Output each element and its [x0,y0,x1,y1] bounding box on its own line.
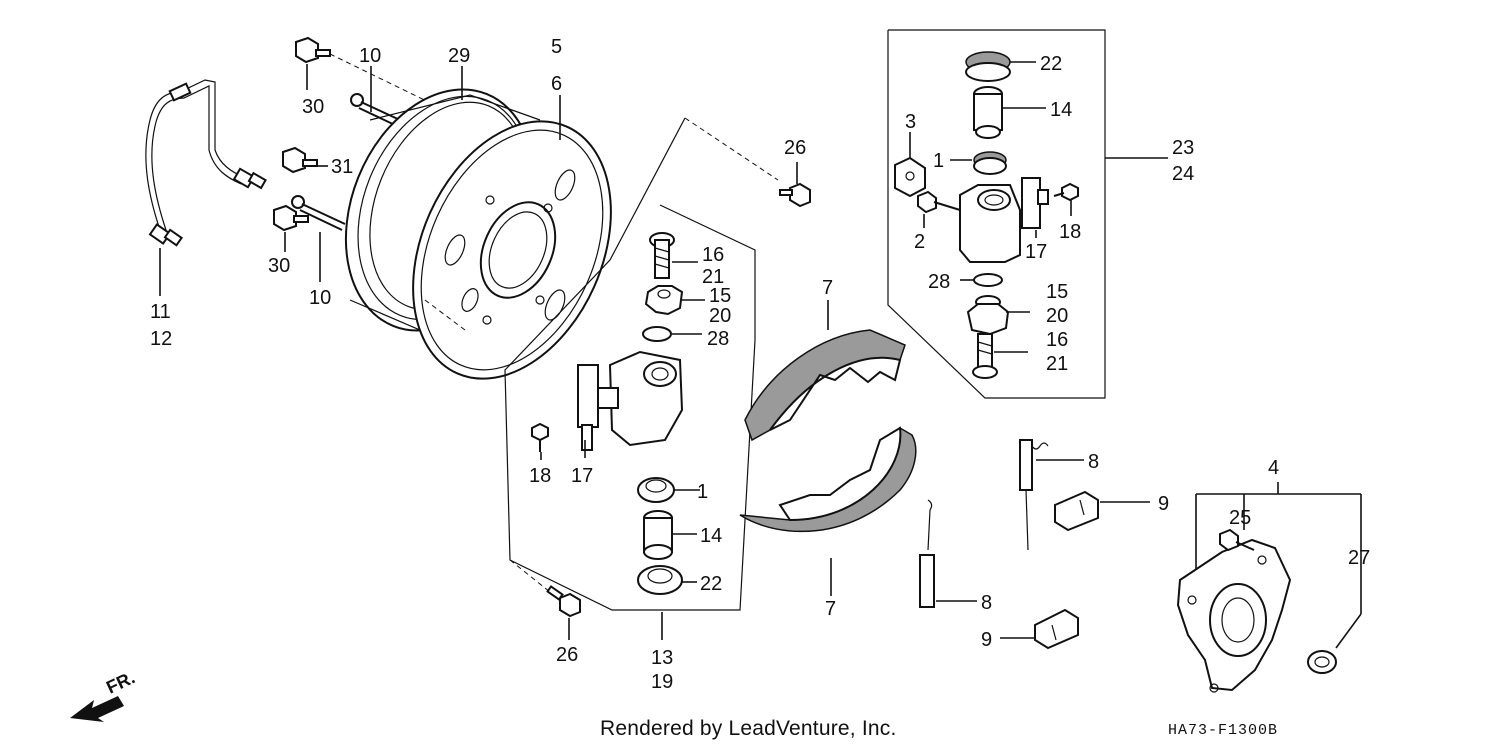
bleed-bolt-16-upper [972,333,998,379]
washer-28 [642,326,672,342]
bracket-17-upper [1021,177,1049,229]
wheel-cylinder-body [577,350,684,451]
bolt-26-lower [546,585,581,618]
bolt-18-upper [1053,182,1079,202]
callout-20-upper: 20 [1046,305,1068,327]
callout-9-lower: 9 [981,629,992,651]
bolt-18-left [531,422,549,452]
callout-1-lower: 1 [697,481,708,503]
callout-7-lower: 7 [825,598,836,620]
callout-27: 27 [1348,547,1370,569]
bracket-3 [894,156,926,198]
bolt-26-upper [779,182,811,208]
dust-boot-22-lower [637,565,683,595]
callout-3: 3 [905,111,916,133]
callout-15-upper: 15 [1046,281,1068,303]
bleed-bolt-16 [649,232,675,279]
cylinder-body-upper [959,184,1021,263]
brake-pipe [145,79,267,247]
bolt-25 [1219,528,1255,552]
callout-10-bottom: 10 [309,287,331,309]
callout-26-upper: 26 [784,137,806,159]
callout-12: 12 [150,328,172,350]
callout-14-upper: 14 [1050,99,1072,121]
credit-text: Rendered by LeadVenture, Inc. [600,717,897,740]
callout-30-top: 30 [302,96,324,118]
bolt-31 [282,146,318,174]
callout-21-upper: 21 [1046,353,1068,375]
brake-shoe-upper [744,329,906,442]
adjuster-15-upper [966,295,1010,336]
pin-10-top [350,93,401,127]
callout-16-upper: 16 [1046,329,1068,351]
callout-9-upper: 9 [1158,493,1169,515]
washer-28-upper [973,273,1003,287]
wheel-cylinder-outline [504,117,756,611]
callout-26-lower: 26 [556,644,578,666]
front-arrow-icon [70,696,124,722]
callout-21-left: 21 [702,266,724,288]
callout-19: 19 [651,671,673,693]
wheel-hub [1176,538,1292,693]
callout-22-upper: 22 [1040,53,1062,75]
seal-27 [1307,650,1337,674]
callout-20-left: 20 [709,305,731,327]
callout-15-left: 15 [709,285,731,307]
spring-8-lower [919,499,935,608]
callout-25: 25 [1229,507,1251,529]
callout-17-upper: 17 [1025,241,1047,263]
callout-7-upper: 7 [822,277,833,299]
callout-18-left: 18 [529,465,551,487]
callout-29: 29 [448,45,470,67]
callout-28-left: 28 [707,328,729,350]
brake-panel [412,120,612,380]
callout-24: 24 [1172,163,1194,185]
front-marker-label: FR. [103,667,138,697]
callout-28-upper: 28 [928,271,950,293]
bleed-screw-2 [917,190,961,214]
callout-8-upper: 8 [1088,451,1099,473]
callout-22-lower: 22 [700,573,722,595]
piston-14-upper [973,86,1003,139]
callout-labels: 30 10 29 5 6 31 30 10 11 12 26 16 21 15 … [103,36,1370,698]
clip-9-upper [1054,490,1099,532]
adjuster-15 [644,285,684,316]
callout-2: 2 [914,231,925,253]
callout-1-upper: 1 [933,150,944,172]
callout-16-left: 16 [702,244,724,266]
bolt-30-top [295,36,331,64]
callout-13: 13 [651,647,673,669]
callout-17-left: 17 [571,465,593,487]
callout-31: 31 [331,156,353,178]
brake-shoe-lower [739,426,917,533]
piston-cup-1-upper [973,151,1007,175]
callout-23: 23 [1172,137,1194,159]
callout-4: 4 [1268,457,1279,479]
piston-14-lower [643,510,673,560]
bolt-30-bottom [273,204,309,232]
pin-10-bottom [291,195,346,231]
callout-11: 11 [150,301,171,323]
clip-9-lower [1034,608,1079,650]
piston-cup-1-lower [637,477,675,503]
diagram-code: HA73-F1300B [1168,722,1279,739]
callout-14-lower: 14 [700,525,722,547]
callout-6: 6 [551,73,562,95]
callout-10-top: 10 [359,45,381,67]
callout-30-bottom: 30 [268,255,290,277]
dust-boot-22-upper [965,51,1011,82]
callout-5: 5 [551,36,562,58]
cylinder-assembly-outline [887,29,1106,399]
callout-8-lower: 8 [981,592,992,614]
spring-8-upper [1019,439,1049,551]
callout-18-upper: 18 [1059,221,1081,243]
